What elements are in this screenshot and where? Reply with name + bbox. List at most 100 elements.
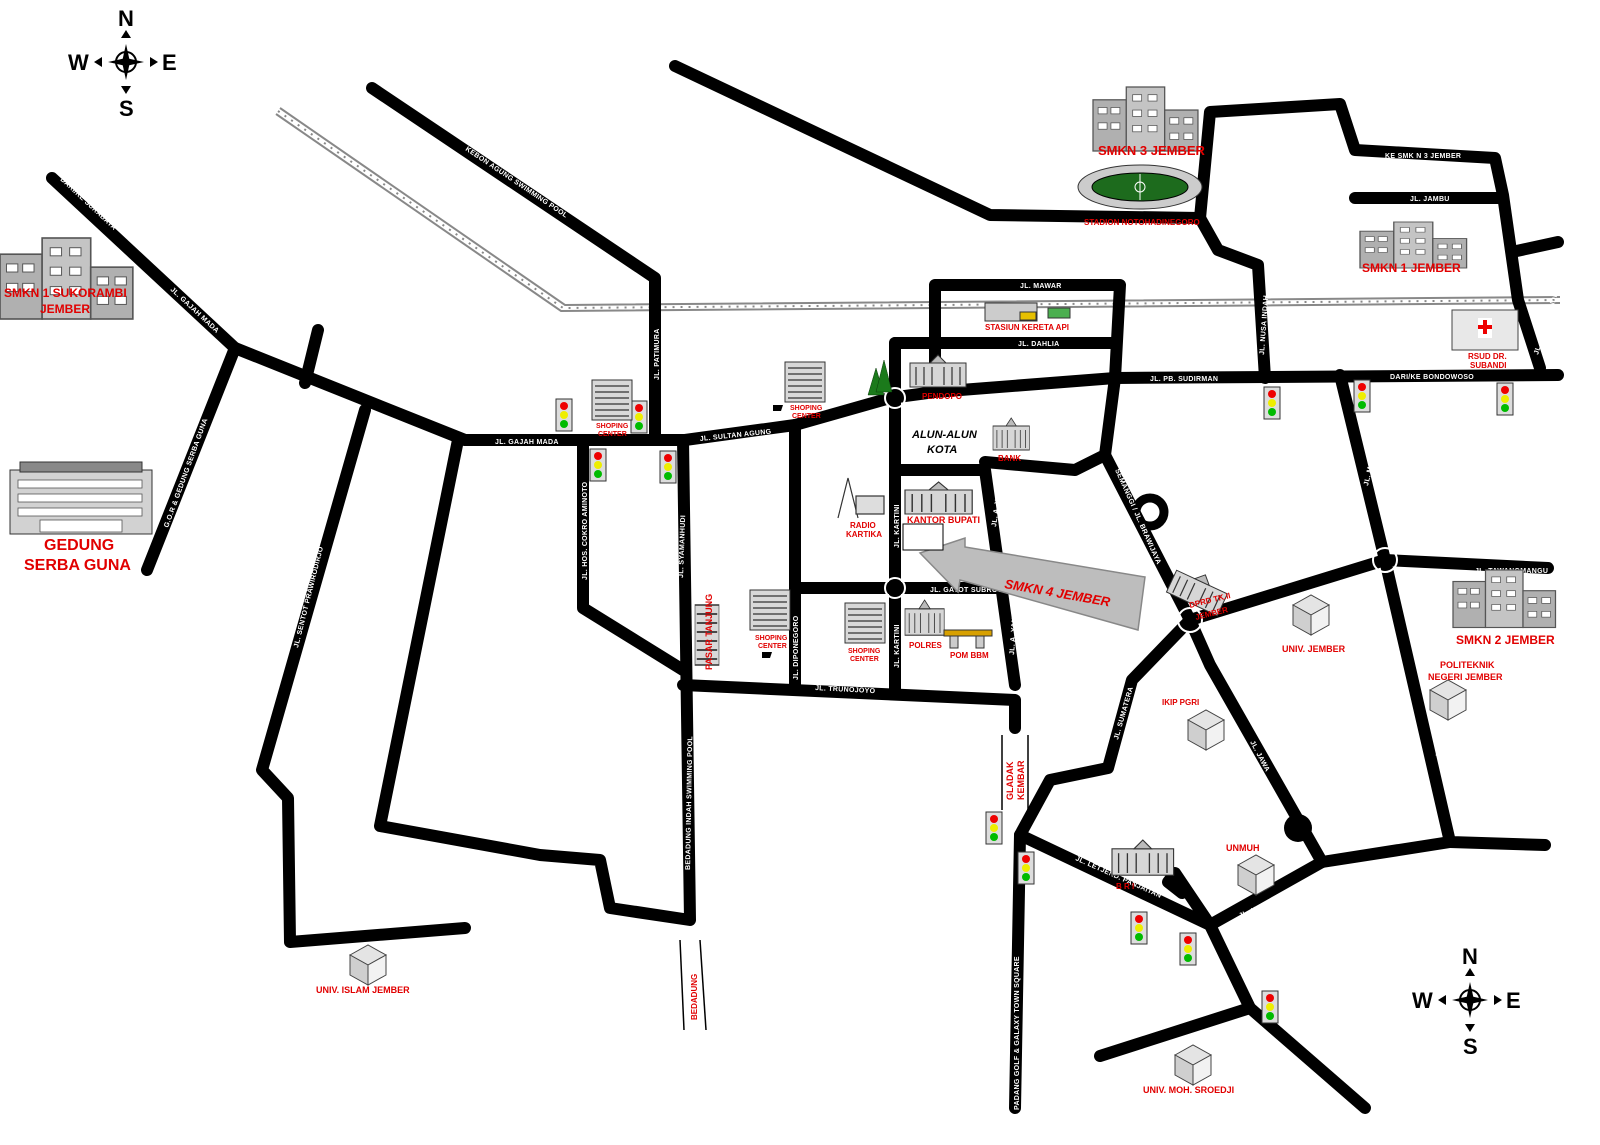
label-politeknik: POLITEKNIK — [1440, 660, 1495, 670]
stadion-label: STADION NOTOHADINEGORO — [1084, 218, 1200, 227]
label-shop2: SHOPING — [790, 405, 823, 412]
road-labels: DARI/KE SURABAYA JL. GAJAH MADA G.O.R & … — [59, 146, 1560, 1118]
label-univ-islam: UNIV. ISLAM JEMBER — [316, 985, 410, 995]
radio-tower-icon — [837, 477, 885, 519]
label-univ-jember: UNIV. JEMBER — [1282, 644, 1346, 654]
label-serba-guna: SERBA GUNA — [24, 557, 131, 574]
compass-rose-bottom: N S E W — [1412, 944, 1521, 1059]
label-radio-2: KARTIKA — [846, 530, 882, 539]
railway-track — [275, 107, 1561, 313]
road-label-gajah-mada: JL. GAJAH MADA — [495, 439, 559, 446]
ikip-icon — [1187, 709, 1225, 751]
politeknik-icon — [1429, 679, 1467, 721]
svg-text:W: W — [68, 50, 89, 75]
label-alun-alun: ALUN-ALUN — [911, 429, 978, 441]
hospital-icon — [1451, 309, 1519, 351]
trees-icon — [867, 359, 893, 396]
road-label-patimura: JL. PATIMURA — [654, 328, 661, 380]
compass-rose-top: N S E W — [68, 6, 177, 121]
label-pom-bbm: POM BBM — [950, 651, 989, 660]
label-shop1-2: CENTER — [598, 431, 627, 438]
road-label-kebon-agung: KEBON AGUNG SWIMMING POOL — [464, 146, 569, 220]
road-label-padang-golf: PADANG GOLF & GALAXY TOWN SQUARE — [1014, 956, 1021, 1110]
road-label-syamanhudi: JL. SYAMANHUDI — [678, 515, 687, 578]
road-label-kartini-2: JL. KARTINI — [894, 624, 901, 668]
road-label-surabaya: DARI/KE SURABAYA — [59, 176, 118, 232]
road-label-bedadung: BEDADUNG — [690, 974, 699, 1020]
label-shop2-2: CENTER — [792, 413, 821, 420]
univ-jember-icon — [1292, 594, 1330, 636]
road-label-diponegoro: JL. DIPONEGORO — [793, 615, 800, 680]
label-pasar-tanjung: PASAR TANJUNG — [704, 594, 714, 670]
road-label-gatot-subroto: JL. GATOT SUBROTO — [930, 587, 1008, 594]
place-labels: SMKN 1 SUKORAMBI JEMBER GEDUNG SERBA GUN… — [4, 143, 1555, 1095]
road-label-gajah-mada-2: JL. GAJAH MADA — [169, 286, 220, 335]
bridge-gladak-kembar — [1001, 735, 1029, 810]
label-shop3-2: CENTER — [758, 643, 787, 650]
shopping-center-3-icon — [749, 589, 791, 631]
label-bri: B R I — [1116, 882, 1134, 891]
svg-text:W: W — [1412, 988, 1433, 1013]
smkn4-arrow — [902, 523, 1146, 631]
road-label-bedadung-pool: BEDADUNG INDAH SWIMMING POOL — [685, 736, 694, 871]
label-kota: KOTA — [927, 444, 957, 456]
univ-islam-icon — [349, 944, 387, 986]
road-label-mawar: JL. MAWAR — [1020, 283, 1062, 290]
road-network — [46, 60, 1564, 1114]
univ-moh-icon — [1174, 1044, 1212, 1086]
label-polres: POLRES — [909, 641, 943, 650]
svg-text:N: N — [1462, 944, 1478, 969]
label-smkn1-sukorambi: SMKN 1 SUKORAMBI — [4, 286, 127, 300]
label-smkn1-sukorambi-2: JEMBER — [40, 302, 90, 316]
road-label-bondowoso: DARI/KE BONDOWOSO — [1390, 374, 1474, 381]
shopping-center-2-icon — [784, 361, 826, 403]
label-shop1: SHOPING — [596, 423, 629, 430]
kantor-bupati-icon — [904, 481, 973, 515]
road-label-gor: G.O.R & GEDUNG SERBA GUNA — [163, 418, 209, 529]
label-shop3: SHOPING — [755, 635, 788, 642]
label-smkn2: SMKN 2 JEMBER — [1456, 633, 1555, 647]
label-shop4-2: CENTER — [850, 656, 879, 663]
road-label-pb-sudirman: JL. PB. SUDIRMAN — [1150, 376, 1218, 383]
shopping-center-1-icon — [591, 379, 633, 421]
label-unmuh: UNMUH — [1226, 843, 1260, 853]
train-station-icon — [984, 302, 1071, 322]
shopping-center-4-icon — [844, 602, 886, 644]
label-smkn1: SMKN 1 JEMBER — [1362, 261, 1461, 275]
cart-icon-2 — [762, 652, 772, 658]
label-rsud: RSUD DR. — [1468, 352, 1507, 361]
svg-text:S: S — [119, 96, 134, 121]
svg-text:E: E — [162, 50, 177, 75]
label-gedung: GEDUNG — [44, 537, 114, 554]
label-kantor-bupati: KANTOR BUPATI — [907, 515, 980, 525]
label-bank: BANK — [998, 454, 1021, 463]
label-kembar: KEMBAR — [1016, 760, 1026, 800]
road-label-kartini: JL. KARTINI — [894, 504, 901, 548]
road-label-a-yani-2: JL. A. YANI — [1009, 615, 1019, 655]
road-label-hos-cokro: JL. HOS. COKRO AMINOTO — [582, 481, 589, 580]
road-label-semanggi: SEMANGGI / JL. BRAWIJAYA — [1113, 468, 1162, 566]
road-label-dahlia: JL. DAHLIA — [1018, 341, 1060, 348]
label-univ-moh: UNIV. MOH. SROEDJI — [1143, 1085, 1234, 1095]
road-label-sentot: JL. SENTOT PRAWIRODIRJO — [293, 546, 325, 649]
bank-icon — [992, 417, 1031, 451]
bri-icon — [1111, 839, 1175, 876]
road-label-nusa-indah: JL. NUSA INDAH — [1259, 295, 1270, 355]
road-label-ke-smkn3: KE SMK N 3 JEMBER — [1385, 153, 1461, 160]
label-ikip: IKIP PGRI — [1162, 698, 1199, 707]
building-smkn2 — [1452, 569, 1557, 629]
label-stasiun: STASIUN KERETA API — [985, 323, 1069, 332]
gas-station-icon — [943, 629, 993, 649]
road-label-jambu: JL. JAMBU — [1410, 196, 1450, 203]
cart-icon-1 — [773, 405, 783, 411]
svg-text:N: N — [118, 6, 134, 31]
label-smkn3: SMKN 3 JEMBER — [1098, 143, 1206, 158]
label-gladak: GLADAK — [1005, 761, 1015, 800]
polres-icon — [904, 599, 945, 636]
label-rsud-2: SUBANDI — [1470, 361, 1506, 370]
building-smkn3 — [1092, 86, 1199, 152]
pendopo-icon — [909, 354, 967, 388]
svg-text:E: E — [1506, 988, 1521, 1013]
road-label-trunojoyo: JL. TRUNOJOYO — [815, 685, 876, 695]
